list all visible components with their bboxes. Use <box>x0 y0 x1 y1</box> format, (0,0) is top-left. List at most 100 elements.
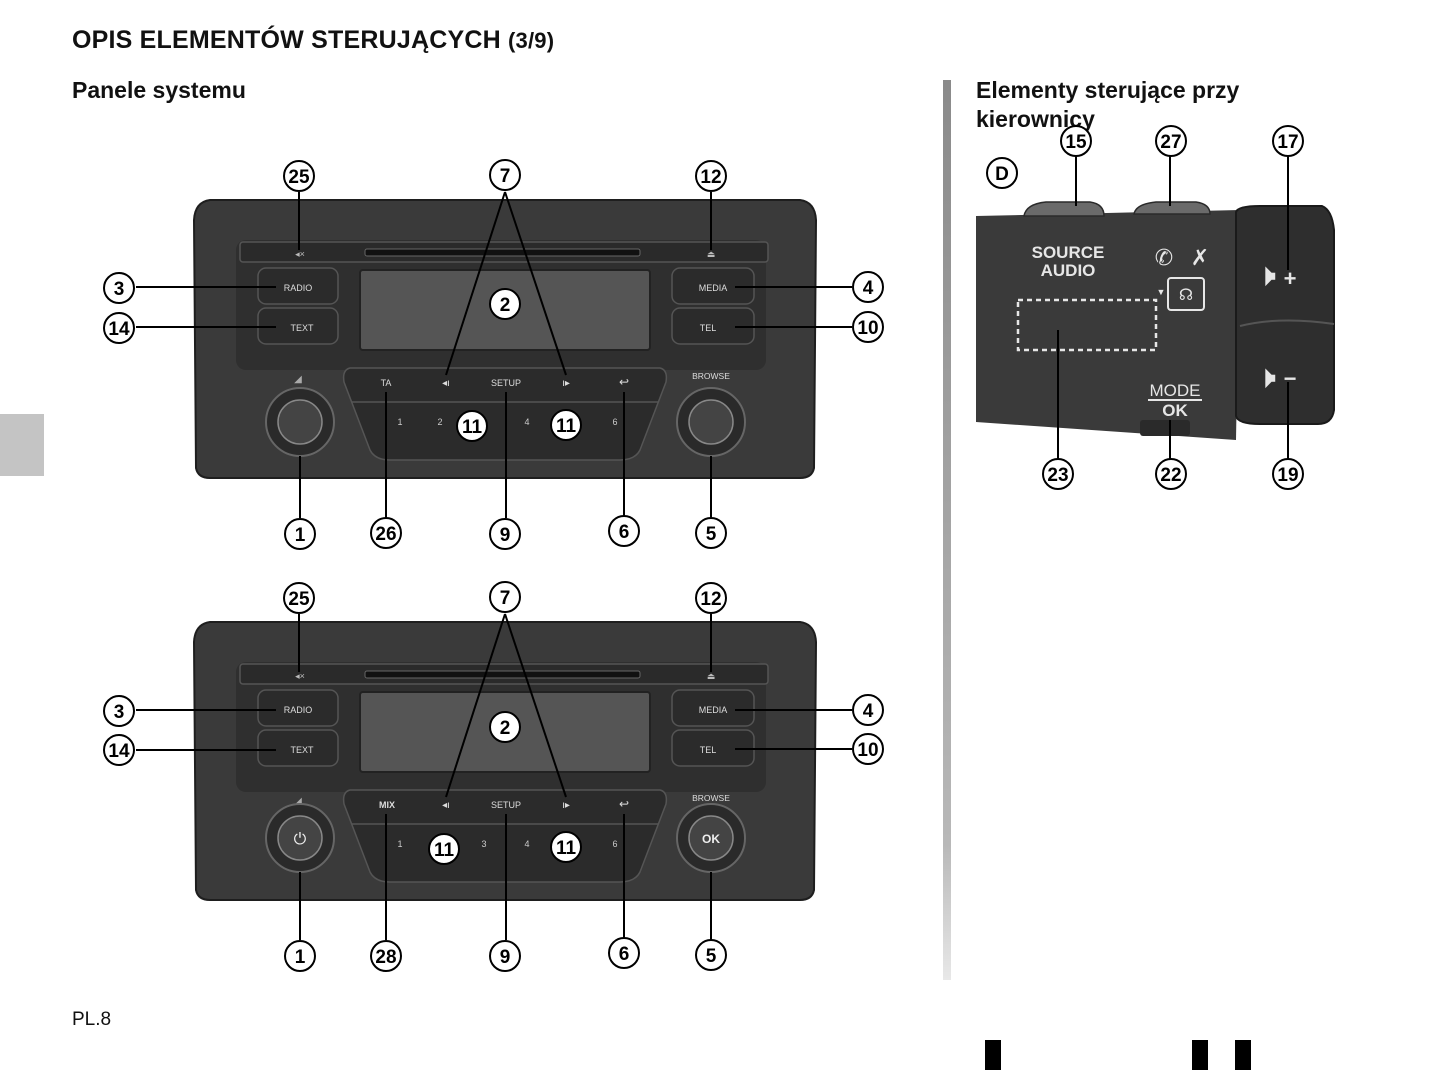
callout-10: 10 <box>857 318 878 339</box>
callout-circle <box>283 582 315 614</box>
radio-button-label: RADIO <box>284 283 313 293</box>
callout-circle <box>489 518 521 550</box>
callout-circle <box>695 517 727 549</box>
callout-circle <box>103 272 135 304</box>
setup-button[interactable]: SETUP <box>491 378 521 388</box>
callout-12: 12 <box>700 167 721 188</box>
browse-label: BROWSE <box>692 793 730 803</box>
source-audio-button[interactable] <box>1023 201 1105 217</box>
callout-5: 5 <box>706 946 717 967</box>
callout-circle <box>1155 125 1187 157</box>
media-button-label: MEDIA <box>699 705 728 715</box>
callout-circle <box>456 410 488 442</box>
radio-panel-2: ◂× ⏏ RADIO TEXT MEDIA TEL MIX ◂ı SETUP ı… <box>103 581 884 972</box>
callout-7: 7 <box>500 588 511 609</box>
volume-knob-cap <box>277 399 323 445</box>
end-cap-split <box>1239 319 1335 327</box>
source-label: SOURCE <box>1032 243 1105 262</box>
text-button-label: TEXT <box>290 745 314 755</box>
cd-slot <box>364 670 641 679</box>
stalk-body <box>976 210 1240 440</box>
callout-circle <box>695 939 727 971</box>
ta-button[interactable]: TA <box>381 378 392 388</box>
volume-down-icon[interactable]: 🕨 <box>1256 359 1276 395</box>
callout-circle <box>370 940 402 972</box>
cd-slot <box>364 248 641 257</box>
ok-label: OK <box>1162 401 1188 420</box>
print-mark <box>1235 1040 1251 1070</box>
callout-group: 25 7 12 3 14 4 10 2 11 11 1 26 9 6 5 <box>103 159 884 550</box>
page-number: PL.8 <box>72 1009 112 1030</box>
page-title-text: OPIS ELEMENTÓW STERUJĄCYCH <box>72 26 501 54</box>
mix-button[interactable]: MIX <box>379 800 395 810</box>
seek-back-icon[interactable]: ◂ı <box>442 800 450 811</box>
leader-lines <box>136 191 852 518</box>
mode-ok-wheel[interactable] <box>1140 420 1190 436</box>
audio-label: AUDIO <box>1041 261 1096 280</box>
callout-circle <box>608 937 640 969</box>
callout-circle <box>489 581 521 613</box>
callout-circle <box>428 833 460 865</box>
voice-control-icon: ☊ <box>1179 287 1193 304</box>
callout-1: 1 <box>295 947 306 968</box>
callout-1: 1 <box>295 525 306 546</box>
seek-forward-icon[interactable]: ı▸ <box>562 800 570 811</box>
preset-2-button[interactable]: 2 <box>437 417 442 427</box>
callout-17: 17 <box>1277 132 1298 153</box>
callout-circle <box>608 515 640 547</box>
volume-up-icon[interactable]: 🕨 <box>1256 257 1276 293</box>
setup-button[interactable]: SETUP <box>491 800 521 810</box>
preset-4-button[interactable]: 4 <box>524 417 529 427</box>
callout-circle <box>1155 458 1187 490</box>
callout-circle <box>489 940 521 972</box>
column-divider <box>943 80 951 980</box>
callout-circle <box>852 311 884 343</box>
preset-1-button[interactable]: 1 <box>397 417 402 427</box>
callout-4: 4 <box>863 278 874 299</box>
seek-back-icon[interactable]: ◂ı <box>442 378 450 389</box>
leader-lines <box>136 613 852 940</box>
callout-27: 27 <box>1160 132 1181 153</box>
callout-circle <box>695 160 727 192</box>
preset-1-button[interactable]: 1 <box>397 839 402 849</box>
text-button[interactable] <box>257 729 339 767</box>
right-section-heading: Elementy sterujące przy kierownicy <box>976 76 1239 134</box>
plus-icon: + <box>1284 266 1297 291</box>
back-icon[interactable]: ↩ <box>619 797 629 811</box>
callout-6: 6 <box>619 522 630 543</box>
callout-25: 25 <box>288 589 310 610</box>
chapter-tab <box>0 414 44 476</box>
callout-5: 5 <box>706 524 717 545</box>
callout-circle <box>550 409 582 441</box>
preset-3-button[interactable]: 3 <box>481 839 486 849</box>
callout-4: 4 <box>863 701 874 722</box>
preset-6-button[interactable]: 6 <box>612 839 617 849</box>
radio-button[interactable] <box>257 689 339 727</box>
tel-button-label: TEL <box>700 323 717 333</box>
callout-11: 11 <box>556 416 577 437</box>
power-knob-cap <box>277 815 323 861</box>
callout-circle <box>283 160 315 192</box>
phone-button[interactable] <box>1133 201 1211 215</box>
print-mark <box>1192 1040 1208 1070</box>
callout-28: 28 <box>375 947 396 968</box>
callout-9: 9 <box>500 947 511 968</box>
media-button[interactable] <box>671 689 755 727</box>
scroll-wheel-area[interactable] <box>1016 298 1158 352</box>
callout-circle <box>489 288 521 320</box>
seek-forward-icon[interactable]: ı▸ <box>562 378 570 389</box>
back-icon[interactable]: ↩ <box>619 375 629 389</box>
callout-12: 12 <box>700 589 721 610</box>
callout-22: 22 <box>1160 465 1181 486</box>
eject-icon[interactable]: ⏏ <box>707 249 716 259</box>
mute-icon: ◂× <box>295 671 305 681</box>
callout-circle <box>1060 125 1092 157</box>
tel-button-label: TEL <box>700 745 717 755</box>
eject-icon[interactable]: ⏏ <box>707 671 716 681</box>
callout-26: 26 <box>375 524 396 545</box>
callout-10: 10 <box>857 740 878 761</box>
browse-label: BROWSE <box>692 371 730 381</box>
leader-lines <box>1057 156 1289 460</box>
preset-6-button[interactable]: 6 <box>612 417 617 427</box>
preset-4-button[interactable]: 4 <box>524 839 529 849</box>
